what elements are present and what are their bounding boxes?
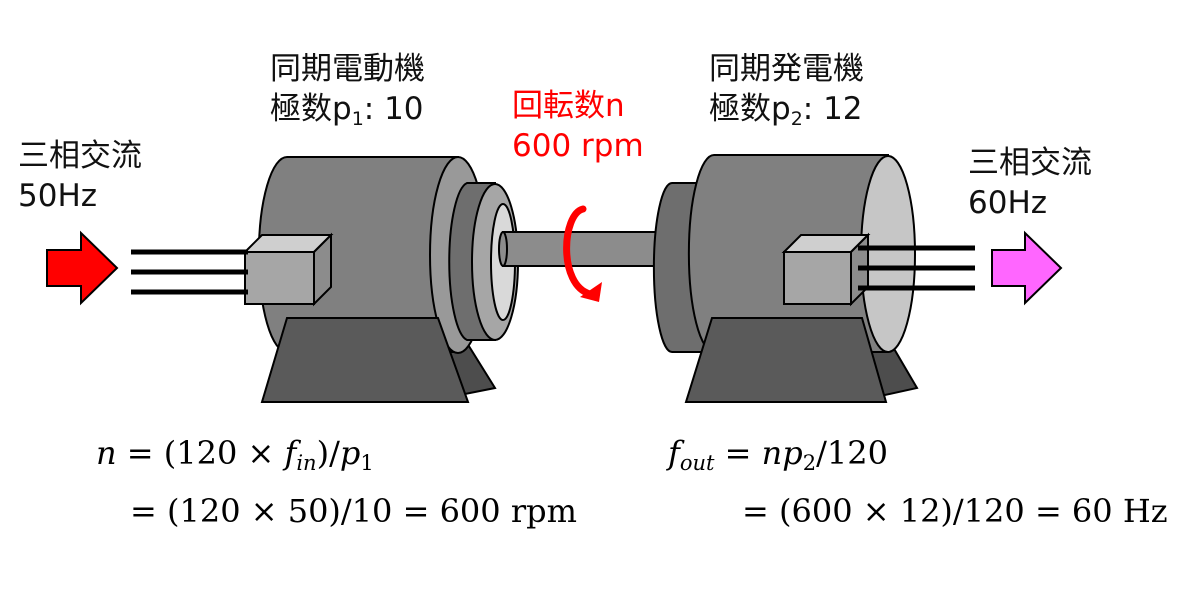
motor-front-foot <box>260 317 470 403</box>
shaft-end <box>498 231 508 267</box>
input-arrow <box>46 230 119 306</box>
input-label: 三相交流 50Hz <box>18 136 142 216</box>
generator-label: 同期発電機 極数p2: 12 <box>709 49 864 139</box>
formula-right-line1: fout = np2/120 <box>668 434 888 475</box>
shaft <box>498 231 662 267</box>
input-wires <box>131 249 248 295</box>
generator-front-foot <box>684 317 888 403</box>
formula-left-line1: n = (120 × fin)/p1 <box>96 434 374 475</box>
motor-label: 同期電動機 極数p1: 10 <box>270 49 425 139</box>
input-frequency: 50Hz <box>18 178 98 214</box>
generator-terminal-box-front <box>783 251 852 305</box>
rotation-arrow <box>563 205 602 302</box>
output-label: 三相交流 60Hz <box>968 143 1092 223</box>
synchronous-generator <box>652 154 919 403</box>
shaft-bar <box>502 231 662 267</box>
synchronous-motor <box>242 156 519 403</box>
motor-name: 同期電動機 <box>270 51 425 87</box>
formula-right-line2: = (600 × 12)/120 = 60 Hz <box>742 492 1168 530</box>
rotation-title: 回転数n <box>512 88 625 124</box>
output-type: 三相交流 <box>968 145 1092 181</box>
formula-left-line2: = (120 × 50)/10 = 600 rpm <box>130 492 577 530</box>
output-wires <box>858 245 975 291</box>
rotation-speed: 600 rpm <box>512 128 644 164</box>
generator-name: 同期発電機 <box>709 51 864 87</box>
motor-poles: 極数p1: 10 <box>270 91 424 130</box>
motor-terminal-box-front <box>244 251 315 305</box>
generator-end-face <box>860 155 916 353</box>
generator-poles: 極数p2: 12 <box>709 91 863 130</box>
rotation-label: 回転数n 600 rpm <box>512 86 644 166</box>
output-frequency: 60Hz <box>968 185 1048 221</box>
output-arrow <box>991 230 1063 306</box>
input-type: 三相交流 <box>18 138 142 174</box>
